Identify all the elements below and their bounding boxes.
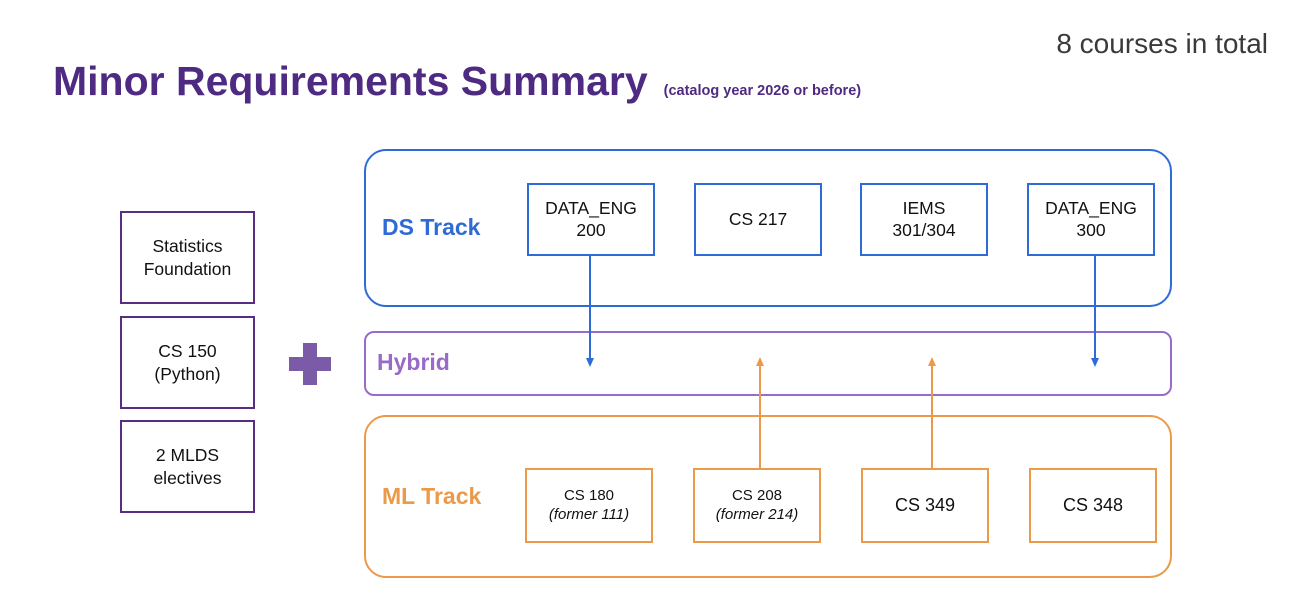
catalog-year-note: (catalog year 2026 or before) (663, 83, 862, 99)
course-cs-348: CS 348 (1029, 468, 1157, 543)
course-name: DATA_ENG 300 (1045, 197, 1137, 240)
requirement-cs150: CS 150 (Python) (120, 316, 255, 409)
course-name: CS 180 (563, 486, 615, 504)
course-cs-208: CS 208 (former 214) (693, 468, 821, 543)
course-former-number: (former 214) (715, 505, 799, 523)
course-name: IEMS 301/304 (892, 197, 956, 240)
course-iems-301-304: IEMS 301/304 (860, 183, 988, 256)
hybrid-track-container (364, 331, 1172, 396)
requirement-mlds-electives: 2 MLDS electives (120, 420, 255, 513)
ml-track-container (364, 415, 1172, 578)
course-data-eng-300: DATA_ENG 300 (1027, 183, 1155, 256)
title-row: Minor Requirements Summary (catalog year… (53, 58, 861, 105)
hybrid-track-label: Hybrid (377, 349, 450, 375)
total-courses-note: 8 courses in total (1056, 28, 1268, 59)
plus-icon (289, 343, 331, 385)
ds-track-container (364, 149, 1172, 307)
course-cs-180: CS 180 (former 111) (525, 468, 653, 543)
course-name: CS 208 (731, 486, 783, 504)
course-name: CS 348 (1062, 495, 1124, 516)
course-name: CS 349 (894, 495, 956, 516)
course-cs-349: CS 349 (861, 468, 989, 543)
ml-track-label: ML Track (382, 483, 482, 509)
course-name: DATA_ENG 200 (545, 197, 637, 240)
course-name: CS 217 (728, 208, 788, 229)
ds-track-label: DS Track (382, 214, 481, 240)
course-cs-217: CS 217 (694, 183, 822, 256)
course-former-number: (former 111) (548, 505, 630, 523)
requirement-statistics-foundation: Statistics Foundation (120, 211, 255, 304)
course-data-eng-200: DATA_ENG 200 (527, 183, 655, 256)
page-title: Minor Requirements Summary (53, 58, 648, 104)
